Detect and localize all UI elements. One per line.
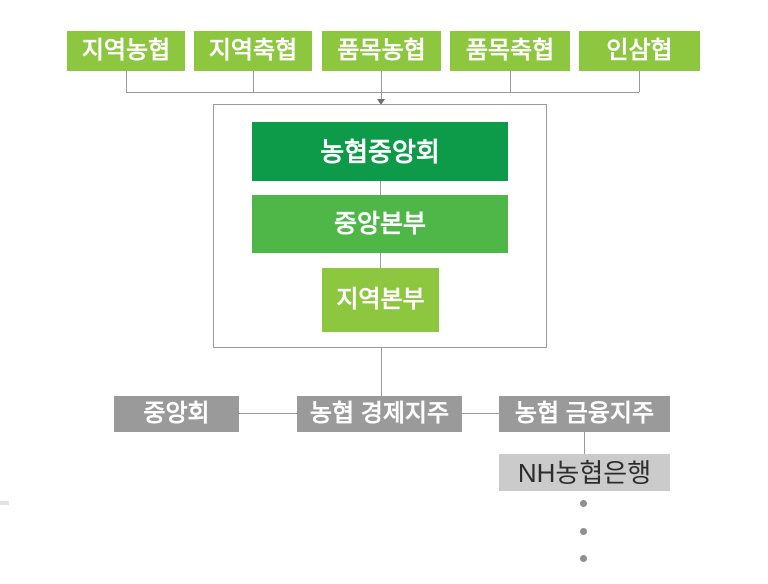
box-nonghyup-federation: 농협중앙회 — [252, 122, 508, 181]
connector-arrow-line — [381, 92, 382, 100]
connector-stub-2 — [253, 71, 254, 92]
connector-stub-5 — [639, 71, 640, 92]
box-financial-holding: 농협 금융지주 — [499, 396, 670, 432]
connector-stub-1 — [126, 71, 127, 92]
box-regional-hq: 지역본부 — [322, 268, 439, 332]
connector-stub-3 — [381, 71, 382, 92]
connector-financial-to-nh-bank — [584, 432, 585, 454]
box-nh-bank: NH농협은행 — [499, 454, 670, 491]
box-central-hq: 중앙본부 — [252, 195, 508, 253]
connector-bracket-line — [126, 92, 639, 93]
top-box-ginseng-coop: 인삼협 — [579, 31, 700, 71]
ellipsis-dot — [580, 500, 587, 507]
down-arrow-icon — [377, 99, 385, 105]
top-box-commodity-livestock-coop: 품목축협 — [450, 31, 570, 71]
connector-federation-to-central-hq — [380, 181, 381, 195]
left-edge-artifact — [0, 501, 9, 505]
connector-economic-financial — [462, 413, 499, 414]
connector-junganghoe-economic — [239, 413, 297, 414]
connector-stub-4 — [510, 71, 511, 92]
box-economic-holding: 농협 경제지주 — [297, 396, 462, 432]
connector-central-hq-to-regional-hq — [380, 253, 381, 268]
ellipsis-dot — [580, 528, 587, 535]
box-junganghoe: 중앙회 — [114, 396, 239, 432]
top-box-commodity-agri-coop: 품목농협 — [322, 31, 441, 71]
connector-container-to-holdings — [381, 348, 382, 396]
top-box-regional-livestock-coop: 지역축협 — [194, 31, 312, 71]
top-box-regional-agri-coop: 지역농협 — [67, 31, 185, 71]
ellipsis-dot — [580, 555, 587, 562]
